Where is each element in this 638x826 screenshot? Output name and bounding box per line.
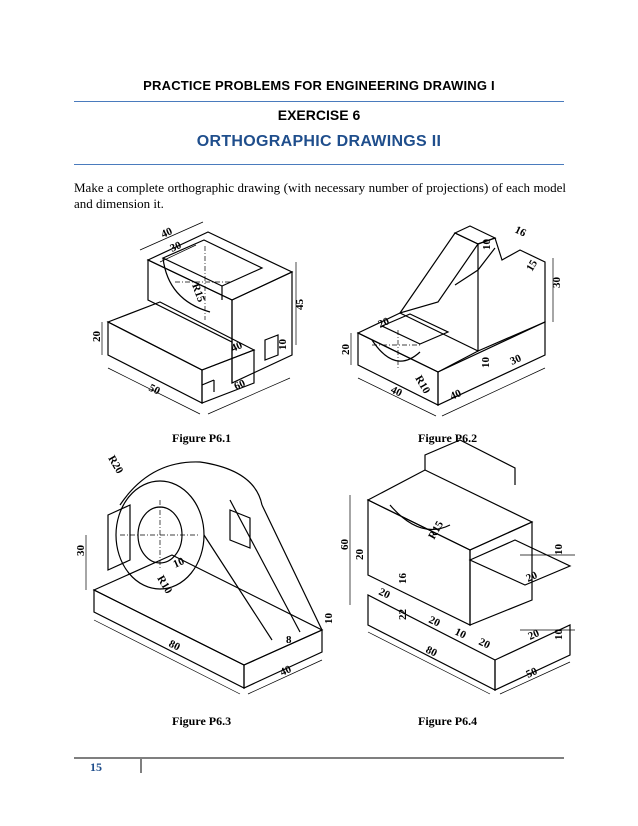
fig4-dim-r15: R15 bbox=[426, 519, 446, 542]
fig4-dim-20e: 20 bbox=[477, 636, 493, 652]
fig3-dim-10b: 10 bbox=[323, 613, 335, 625]
fig4-dim-22: 22 bbox=[397, 609, 409, 621]
figure-p6-4-caption: Figure P6.4 bbox=[418, 714, 478, 728]
figure-p6-3-drawing: R20 30 10 R10 10 80 8 40 bbox=[75, 454, 335, 695]
fig2-dim-30b: 30 bbox=[508, 352, 523, 368]
fig4-dim-20d: 20 bbox=[427, 614, 443, 630]
fig1-dim-10: 10 bbox=[277, 339, 289, 351]
fig4-dim-60: 60 bbox=[339, 539, 351, 551]
fig4-dim-50: 50 bbox=[524, 665, 539, 681]
fig2-dim-10: 10 bbox=[481, 239, 493, 251]
fig1-dim-40b: 40 bbox=[229, 339, 244, 355]
fig2-dim-16: 16 bbox=[513, 224, 529, 240]
fig3-dim-r10: R10 bbox=[154, 574, 174, 597]
fig2-dim-20b: 20 bbox=[376, 315, 391, 331]
fig2-dim-10b: 10 bbox=[480, 357, 492, 369]
fig2-dim-20: 20 bbox=[340, 344, 352, 356]
fig4-dim-10c: 10 bbox=[553, 629, 565, 641]
fig3-dim-80: 80 bbox=[167, 638, 183, 654]
figure-p6-4-drawing: 60 20 R15 10 20 16 20 22 20 10 20 20 10 … bbox=[339, 439, 575, 695]
fig2-dim-40b: 40 bbox=[448, 387, 463, 403]
figure-p6-2-drawing: 16 10 15 30 20 20 R10 10 30 40 40 bbox=[340, 224, 563, 417]
fig4-dim-10b: 10 bbox=[453, 626, 469, 642]
header-title: PRACTICE PROBLEMS FOR ENGINEERING DRAWIN… bbox=[143, 78, 495, 93]
fig4-dim-20f: 20 bbox=[526, 627, 541, 643]
fig3-dim-40: 40 bbox=[278, 663, 293, 679]
fig3-dim-r20: R20 bbox=[105, 454, 125, 477]
figure-p6-3-caption: Figure P6.3 bbox=[172, 714, 232, 728]
fig4-dim-10: 10 bbox=[553, 544, 565, 556]
instructions-text: Make a complete orthographic drawing (wi… bbox=[74, 180, 566, 211]
exercise-label: EXERCISE 6 bbox=[277, 107, 361, 123]
fig1-dim-60: 60 bbox=[232, 377, 247, 393]
header-rule-top bbox=[74, 101, 564, 102]
header-rule-bottom bbox=[74, 164, 564, 165]
fig1-dim-45: 45 bbox=[294, 299, 306, 311]
figure-p6-1-drawing: 40 30 R15 45 20 40 10 50 60 bbox=[91, 221, 306, 415]
figure-p6-1-caption: Figure P6.1 bbox=[172, 431, 232, 445]
page-number: 15 bbox=[90, 760, 102, 774]
fig1-dim-20: 20 bbox=[91, 331, 103, 343]
fig4-dim-80: 80 bbox=[424, 644, 440, 660]
fig4-dim-20: 20 bbox=[354, 549, 366, 561]
fig2-dim-15: 15 bbox=[524, 258, 540, 274]
section-title: ORTHOGRAPHIC DRAWINGS II bbox=[196, 133, 442, 150]
fig1-dim-50: 50 bbox=[147, 382, 163, 398]
fig1-dim-40: 40 bbox=[159, 225, 174, 241]
fig4-dim-20b: 20 bbox=[524, 569, 539, 585]
fig2-dim-r10: R10 bbox=[412, 374, 432, 397]
fig4-dim-20c: 20 bbox=[377, 586, 393, 602]
fig2-dim-40: 40 bbox=[389, 384, 405, 400]
fig1-dim-30: 30 bbox=[168, 239, 183, 255]
fig3-dim-10: 10 bbox=[171, 555, 186, 571]
footer-divider bbox=[140, 759, 142, 773]
fig3-dim-8: 8 bbox=[286, 634, 292, 646]
fig2-dim-30: 30 bbox=[551, 277, 563, 289]
fig4-dim-16: 16 bbox=[397, 573, 409, 585]
fig3-dim-30: 30 bbox=[75, 545, 87, 557]
fig1-dim-r15: R15 bbox=[189, 282, 207, 304]
figure-p6-2-caption: Figure P6.2 bbox=[418, 431, 478, 445]
footer-rule bbox=[74, 757, 564, 759]
